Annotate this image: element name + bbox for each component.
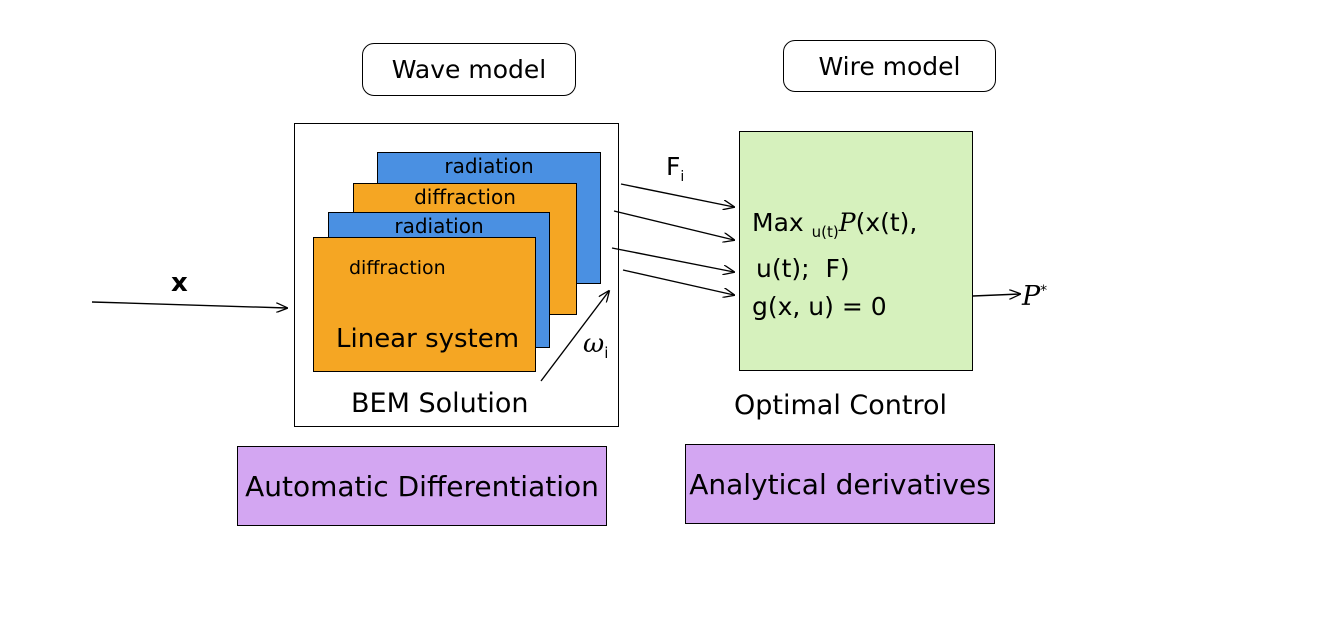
wave-model-label-text: Wave model: [391, 55, 547, 84]
diffraction-card-front-label: diffraction: [349, 257, 446, 279]
frequency-arrow: [540, 291, 609, 382]
automatic-differentiation-label: Automatic Differentiation: [245, 469, 599, 503]
diffraction-card-front: diffraction Linear system: [313, 237, 536, 372]
optimal-control-caption: Optimal Control: [734, 390, 948, 421]
frequency-label: ωi: [583, 329, 608, 362]
objective-args: (x(t),: [855, 208, 918, 237]
wave-model-label: Wave model: [362, 43, 576, 96]
force-base: F: [666, 152, 681, 181]
frequency-subscript: i: [604, 344, 609, 363]
force-subscript: i: [680, 169, 685, 185]
force-arrow-2: [613, 210, 734, 240]
linear-system-label: Linear system: [336, 324, 520, 354]
output-base: P: [1022, 281, 1041, 312]
optimal-control-box: Max u(t)P(x(t), u(t); F) g(x, u) = 0: [739, 131, 973, 371]
force-arrow-1: [620, 183, 734, 207]
input-x-label: x: [171, 268, 188, 298]
force-arrow-3: [611, 247, 734, 272]
analytical-derivatives-label: Analytical derivatives: [689, 467, 991, 501]
force-arrow-4: [622, 269, 734, 295]
output-arrow: [972, 294, 1020, 296]
objective-symbol: P: [838, 208, 856, 237]
max-text: Max: [752, 208, 812, 237]
output-superscript: *: [1040, 283, 1048, 299]
radiation-card-front-label: radiation: [394, 214, 484, 238]
analytical-derivatives-box: Analytical derivatives: [685, 444, 995, 524]
diffraction-card-back-label: diffraction: [414, 185, 516, 209]
bem-caption: BEM Solution: [351, 388, 529, 419]
wire-model-label-text: Wire model: [818, 51, 961, 81]
input-arrow: [91, 301, 287, 308]
frequency-base: ω: [583, 329, 605, 359]
equation-line-3: g(x, u) = 0: [752, 292, 887, 321]
wire-model-label: Wire model: [783, 40, 996, 92]
radiation-card-back-label: radiation: [444, 154, 534, 178]
equation-line-2: u(t); F): [756, 254, 850, 283]
max-subscript: u(t): [811, 223, 839, 241]
output-label: P*: [1022, 281, 1047, 312]
force-label: Fi: [666, 152, 684, 185]
equation-line-1: Max u(t)P(x(t),: [752, 208, 917, 241]
automatic-differentiation-box: Automatic Differentiation: [237, 446, 607, 526]
